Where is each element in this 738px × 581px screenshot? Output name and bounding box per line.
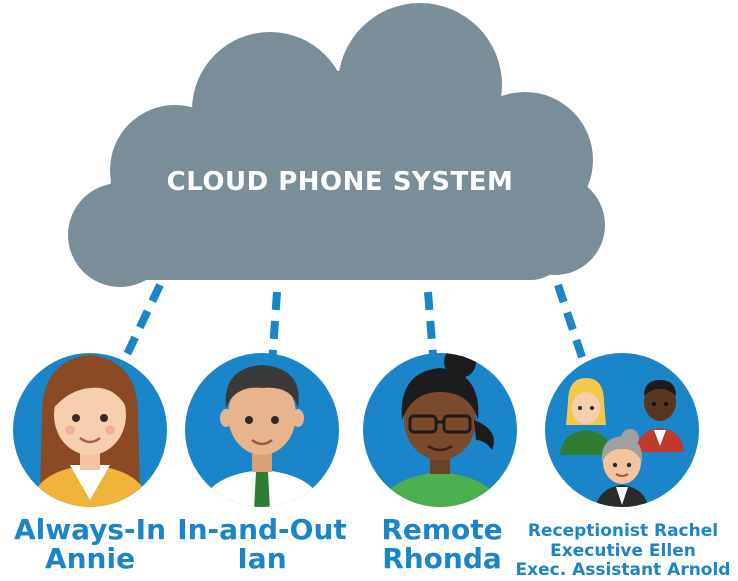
woman-glasses-avatar [363,353,517,507]
user-label-ian: In-and-Out Ian [172,515,352,574]
user-label-ian-line1: In-and-Out [177,513,347,546]
user-label-group: Receptionist Rachel Executive Ellen Exec… [510,521,736,581]
connector-lines [118,283,588,367]
connector-ian [268,291,281,366]
connector-group [554,283,588,365]
user-label-annie-line1: Always-In [13,513,167,546]
user-label-group-line1: Receptionist Rachel [527,521,719,541]
user-label-rhonda-line2: Rhonda [382,542,502,576]
user-label-rhonda-line1: Remote [381,513,503,546]
man-green-tie-avatar [185,353,339,507]
user-label-group-line3: Exec. Assistant Arnold [515,560,731,581]
connector-rhonda [424,291,437,356]
user-label-rhonda: Remote Rhonda [352,515,532,574]
user-label-ian-line2: Ian [237,542,287,576]
user-label-group-line2: Executive Ellen [550,540,696,561]
cloud-title: CLOUD PHONE SYSTEM [167,167,514,197]
user-label-annie-line2: Annie [44,542,136,576]
user-label-annie: Always-In Annie [0,515,180,574]
three-person-group-avatar [545,353,699,507]
cloud-shape [68,3,605,287]
connector-annie [118,283,164,367]
woman-brown-hair-avatar [13,353,167,507]
